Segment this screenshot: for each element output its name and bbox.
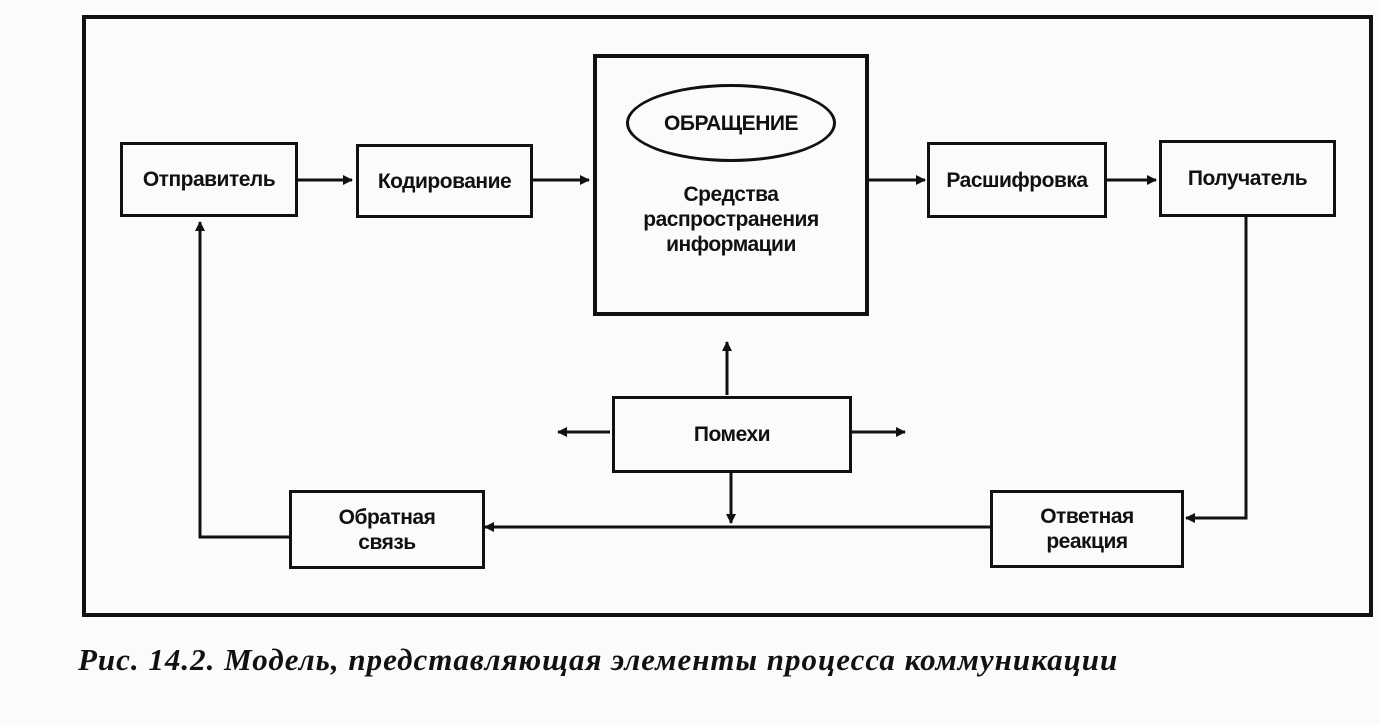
noise-box: Помехи [612, 396, 852, 473]
arrow-feedback-to-sender [195, 221, 291, 539]
sender-box: Отправитель [120, 142, 298, 217]
appeal-label: ОБРАЩЕНИЕ [664, 111, 798, 135]
diagram-frame [82, 15, 1373, 617]
media-label: Средства распространения информации [643, 183, 819, 256]
figure-caption: Рис. 14.2. Модель, представляющая элемен… [78, 642, 1119, 677]
receiver-label: Получатель [1187, 167, 1308, 190]
decoding-label: Расшифровка [946, 168, 1088, 192]
feedback-label: Обратная связь [338, 505, 436, 554]
response-box: Ответная реакция [990, 490, 1184, 568]
decoding-box: Расшифровка [927, 142, 1107, 218]
encoding-label: Кодирование [377, 169, 512, 193]
receiver-box: Получатель [1159, 140, 1336, 217]
arrow-receiver-to-response [1185, 217, 1248, 523]
media-box: ОБРАЩЕНИЕ Средства распространения инфор… [593, 54, 869, 316]
sender-label: Отправитель [142, 168, 276, 191]
noise-label: Помехи [693, 423, 771, 446]
response-label: Ответная реакция [1040, 505, 1134, 553]
appeal-oval: ОБРАЩЕНИЕ [626, 84, 836, 162]
encoding-box: Кодирование [356, 144, 533, 218]
feedback-box: Обратная связь [289, 490, 485, 569]
